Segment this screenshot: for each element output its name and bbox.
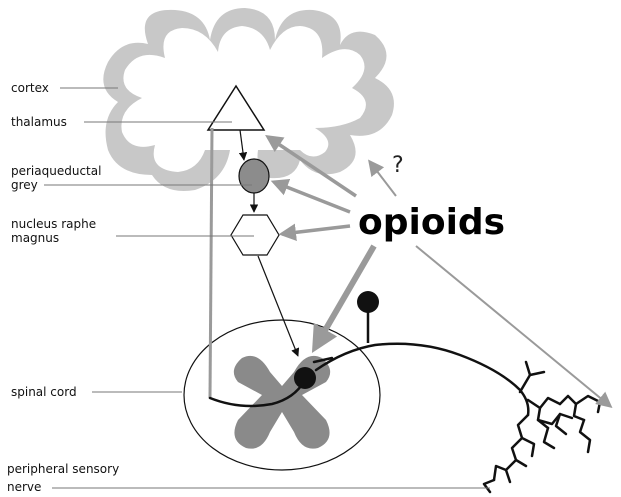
arrow-opioids-to-pag [274,182,350,212]
nrm-hexagon [231,215,279,255]
ascending-tract-line [210,128,212,398]
label-nrm-line2: magnus [11,231,59,245]
nrm-to-spinal-arrow [258,256,298,356]
thalamus-to-pag-arrow [240,130,244,160]
label-psn-line1: peripheral sensory [7,462,119,476]
label-pag-line2: grey [11,178,38,192]
drg-cell-body [357,291,379,313]
synapse-dot [294,367,316,389]
label-psn-line2: nerve [7,480,41,494]
label-pag-line1: periaqueductal [11,164,101,178]
arrow-opioids-to-periphery [416,246,610,406]
question-mark: ? [392,153,404,178]
thalamus-triangle [208,86,264,130]
pag-oval [239,159,269,193]
opioids-label: opioids [358,202,505,243]
label-spinal-cord: spinal cord [11,385,77,399]
label-thalamus: thalamus [11,115,67,129]
label-nrm-line1: nucleus raphe [11,217,96,231]
nerve-endings [484,362,600,492]
arrow-opioids-to-nrm [282,226,350,234]
peripheral-nerve-path [316,344,528,415]
label-cortex: cortex [11,81,49,95]
